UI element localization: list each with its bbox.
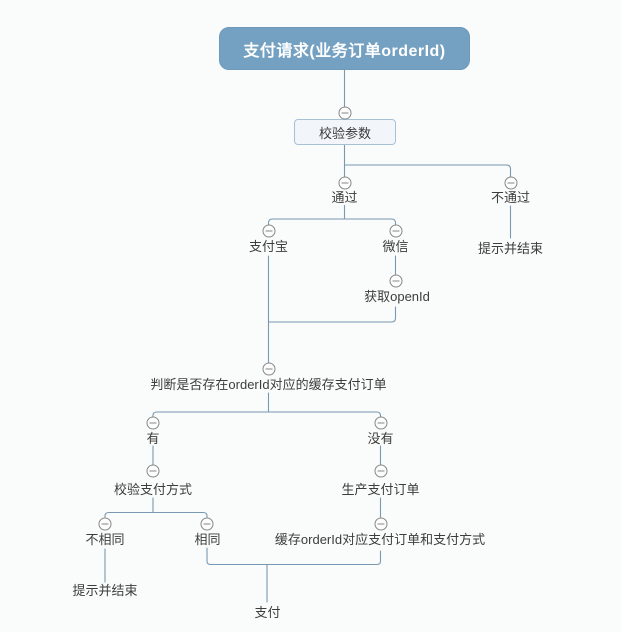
collapse-icon[interactable]: [146, 416, 160, 430]
node-has[interactable]: 有: [146, 430, 160, 446]
node-check-cached-order[interactable]: 判断是否存在orderId对应的缓存支付订单: [150, 377, 387, 392]
node-fail-hint-end[interactable]: 提示并结束: [477, 240, 544, 256]
node-notsame-hint-end[interactable]: 提示并结束: [72, 583, 138, 598]
collapse-icon[interactable]: [338, 106, 351, 120]
collapse-icon[interactable]: [200, 517, 214, 530]
node-verify-pay-method[interactable]: 校验支付方式: [113, 482, 193, 497]
collapse-icon[interactable]: [504, 176, 517, 190]
collapse-icon[interactable]: [338, 176, 351, 190]
node-alipay[interactable]: 支付宝: [248, 239, 289, 254]
collapse-icon[interactable]: [262, 224, 275, 238]
node-validate-params[interactable]: 校验参数: [294, 119, 396, 145]
node-not-same[interactable]: 不相同: [85, 532, 125, 547]
collapse-icon[interactable]: [374, 464, 387, 478]
node-payment-request[interactable]: 支付请求(业务订单orderId): [219, 27, 470, 70]
collapse-icon[interactable]: [262, 362, 275, 376]
node-pass[interactable]: 通过: [331, 189, 358, 205]
node-get-openid[interactable]: 获取openId: [364, 289, 430, 304]
node-wechat[interactable]: 微信: [382, 239, 409, 254]
node-has-not[interactable]: 没有: [367, 430, 394, 446]
collapse-icon[interactable]: [374, 416, 387, 430]
collapse-icon[interactable]: [389, 274, 402, 288]
node-create-pay-order[interactable]: 生产支付订单: [341, 482, 420, 497]
collapse-icon[interactable]: [146, 464, 160, 478]
collapse-icon[interactable]: [389, 224, 402, 238]
node-cache-order[interactable]: 缓存orderId对应支付订单和支付方式: [274, 531, 486, 547]
node-pay[interactable]: 支付: [254, 604, 281, 620]
node-same[interactable]: 相同: [194, 532, 221, 547]
node-fail[interactable]: 不通过: [490, 189, 531, 205]
collapse-icon[interactable]: [374, 517, 387, 530]
collapse-icon[interactable]: [98, 517, 112, 530]
